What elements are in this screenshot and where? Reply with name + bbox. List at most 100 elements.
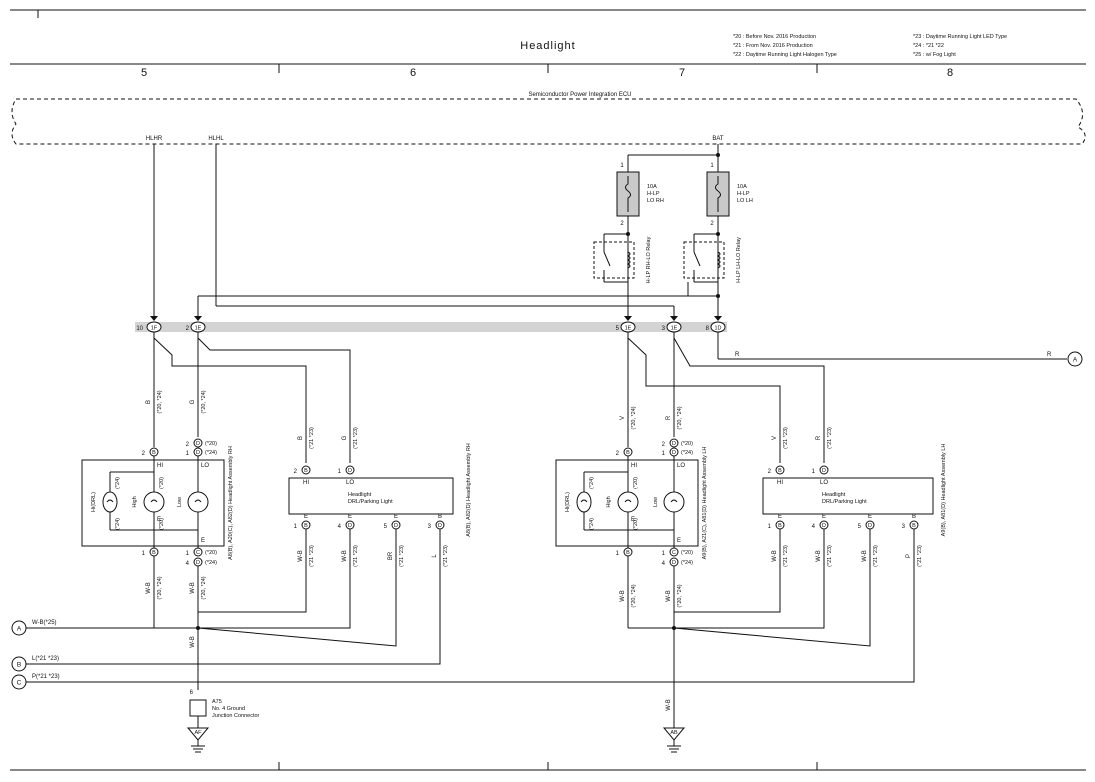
svg-text:LO: LO <box>346 480 354 486</box>
svg-text:B: B <box>304 523 308 529</box>
off-page-connector-a <box>11 620 27 636</box>
svg-text:3: 3 <box>902 524 906 530</box>
svg-text:B: B <box>152 450 156 456</box>
svg-text:3: 3 <box>662 326 666 332</box>
svg-text:8: 8 <box>706 326 710 332</box>
svg-text:(*24): (*24) <box>205 450 217 456</box>
note-23: *23 : Daytime Running Light LED Type <box>913 34 1007 40</box>
svg-text:1: 1 <box>186 551 190 557</box>
svg-text:(*20, *24): (*20, *24) <box>631 584 637 607</box>
svg-text:10: 10 <box>136 326 143 332</box>
svg-text:2: 2 <box>616 451 620 457</box>
svg-text:E: E <box>822 514 826 520</box>
headlight-assembly-lh <box>555 459 699 547</box>
svg-text:2: 2 <box>294 469 298 475</box>
ground-af: AF <box>186 727 210 753</box>
svg-text:6: 6 <box>190 690 194 696</box>
svg-text:(*20): (*20) <box>159 518 165 530</box>
svg-text:(*21 *23): (*21 *23) <box>827 545 833 567</box>
svg-text:1: 1 <box>294 524 298 530</box>
svg-text:4: 4 <box>662 561 666 567</box>
svg-text:1: 1 <box>142 551 146 557</box>
fuse-rh: 1 2 10A H-LP LO RH <box>616 163 664 227</box>
svg-text:(*20, *24): (*20, *24) <box>157 576 163 599</box>
svg-text:(*21 *23): (*21 *23) <box>309 427 315 449</box>
svg-text:(*21 *23): (*21 *23) <box>309 545 315 567</box>
svg-text:(*20): (*20) <box>681 441 693 447</box>
svg-text:4: 4 <box>338 524 342 530</box>
svg-text:W-B: W-B <box>772 550 778 562</box>
svg-text:1: 1 <box>616 551 620 557</box>
ecu-box: Semiconductor Power Integration ECU HLHR… <box>11 92 1086 145</box>
fuse-lh: 1 2 10A H-LP LO LH <box>706 163 753 227</box>
drl-assembly-lh-label: A9(B), A81(D) Headlight Assembly LH <box>941 444 947 537</box>
svg-text:P(*21 *23): P(*21 *23) <box>32 674 60 680</box>
svg-text:(*21 *23): (*21 *23) <box>443 545 449 567</box>
svg-text:2: 2 <box>620 221 624 227</box>
svg-text:W-B: W-B <box>862 550 868 562</box>
relay-rh-label: H-LP RH-LO Relay <box>646 236 652 283</box>
svg-text:W-B: W-B <box>190 636 196 648</box>
svg-text:DRL/Parking Light: DRL/Parking Light <box>348 499 393 505</box>
svg-text:1: 1 <box>186 451 190 457</box>
svg-text:AF: AF <box>194 730 202 736</box>
svg-text:C: C <box>196 550 200 556</box>
svg-text:(*20, *24): (*20, *24) <box>157 390 163 413</box>
svg-text:(*20): (*20) <box>633 518 639 530</box>
drl-box-rh <box>288 477 454 515</box>
svg-text:(*20): (*20) <box>633 477 639 489</box>
svg-text:(*21 *23): (*21 *23) <box>873 545 879 567</box>
svg-text:HI: HI <box>157 463 163 469</box>
svg-text:A: A <box>1073 357 1078 364</box>
svg-text:3: 3 <box>428 524 432 530</box>
svg-text:1: 1 <box>620 163 624 169</box>
fuse-relay-block: 1 2 10A H-LP LO RH 1 2 10A H-LP LO LH <box>593 144 753 298</box>
svg-text:B: B <box>146 400 152 404</box>
svg-text:R: R <box>735 352 740 358</box>
svg-text:(*24): (*24) <box>681 560 693 566</box>
svg-text:D: D <box>196 560 200 566</box>
svg-text:HI: HI <box>303 480 309 486</box>
svg-text:1F: 1F <box>151 326 158 332</box>
svg-text:E: E <box>304 514 308 520</box>
svg-text:B: B <box>626 450 630 456</box>
svg-text:P: P <box>906 554 912 558</box>
grid-number-7: 7 <box>679 67 685 79</box>
assembly-lh-label: A9(B), A21(C), A81(D) Headlight Assembly… <box>702 447 708 560</box>
svg-text:1: 1 <box>662 551 666 557</box>
svg-text:(*21 *23): (*21 *23) <box>827 427 833 449</box>
title-block: Headlight *20 : Before Nov. 2016 Product… <box>10 9 1086 771</box>
svg-text:W-B: W-B <box>190 582 196 594</box>
note-25: *25 : w/ Fog Light <box>913 52 956 58</box>
grid-number-5: 5 <box>141 67 147 79</box>
svg-text:(*20, *24): (*20, *24) <box>201 576 207 599</box>
svg-text:G: G <box>342 435 348 440</box>
svg-text:B: B <box>912 514 916 520</box>
svg-text:DRL/Parking Light: DRL/Parking Light <box>822 499 867 505</box>
grid-number-6: 6 <box>410 67 416 79</box>
svg-text:W-B: W-B <box>342 550 348 562</box>
drl-box-lh <box>762 477 934 515</box>
svg-text:R: R <box>816 435 822 440</box>
svg-text:B: B <box>298 436 304 440</box>
svg-text:C: C <box>17 680 22 687</box>
svg-text:4: 4 <box>812 524 816 530</box>
svg-text:HI: HI <box>631 463 637 469</box>
rh-section: B (*20, *24) G (*20, *24) B (*21 *23) G … <box>26 332 472 753</box>
svg-text:(*21 *23): (*21 *23) <box>353 545 359 567</box>
svg-text:1D: 1D <box>714 326 721 332</box>
svg-text:2: 2 <box>186 326 190 332</box>
svg-text:(*20): (*20) <box>681 550 693 556</box>
svg-text:A75: A75 <box>212 699 222 705</box>
svg-text:B: B <box>912 523 916 529</box>
svg-text:R: R <box>1047 352 1052 358</box>
headlight-assembly-rh <box>81 459 225 547</box>
svg-text:(*20): (*20) <box>159 477 165 489</box>
svg-text:(*21 *23): (*21 *23) <box>783 427 789 449</box>
svg-text:E: E <box>868 514 872 520</box>
svg-text:E: E <box>201 538 205 544</box>
svg-text:H-LP: H-LP <box>737 191 750 197</box>
svg-text:D: D <box>672 560 676 566</box>
svg-text:V: V <box>620 416 626 420</box>
svg-text:LO: LO <box>677 463 685 469</box>
